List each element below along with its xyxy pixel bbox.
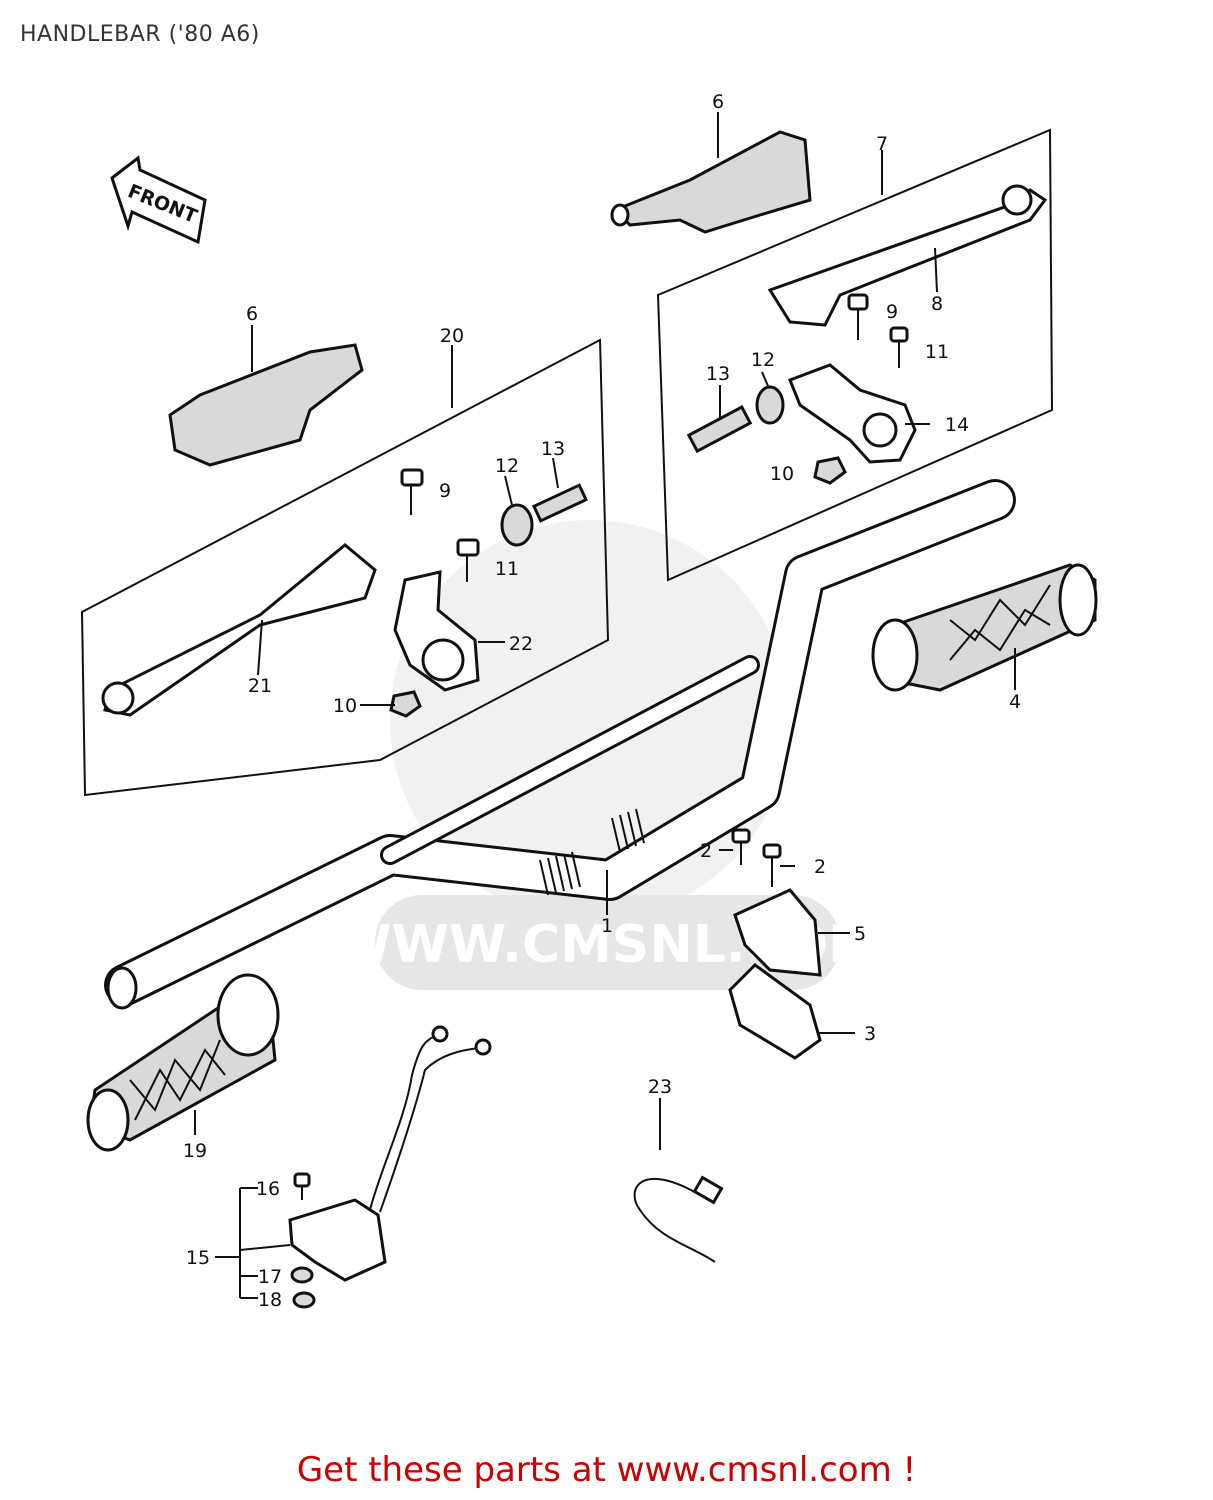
callout-labels: 6 7 8 9 11 12 13 14 10 6 20 9 12 13 11 2…: [183, 91, 1021, 1311]
grip-19: [86, 973, 280, 1152]
lever-21: [101, 543, 377, 717]
screw-16: [293, 1172, 311, 1200]
lever-holder-22: [393, 570, 480, 692]
callout-12: 12: [751, 349, 775, 371]
callout-6: 6: [712, 91, 724, 113]
nut-18: [292, 1291, 316, 1309]
callout-10: 10: [333, 695, 357, 717]
callout-20: 20: [440, 325, 464, 347]
callout-8: 8: [931, 293, 943, 315]
callout-3: 3: [864, 1023, 876, 1045]
lever-8: [767, 184, 1048, 327]
washer-17: [290, 1266, 314, 1284]
callout-17: 17: [258, 1266, 282, 1288]
leader-lines: [194, 112, 1016, 1299]
handlebar-part-1: [104, 479, 1016, 1010]
callout-1: 1: [601, 915, 613, 937]
bolt-2b: [762, 843, 782, 887]
bolt-2a: [731, 828, 751, 865]
callout-4: 4: [1009, 691, 1021, 713]
assembly-box-7: [656, 128, 1054, 582]
callout-13: 13: [706, 363, 730, 385]
grip-4: [871, 563, 1098, 692]
callout-23: 23: [648, 1076, 672, 1098]
callout-2: 2: [700, 840, 712, 862]
callout-15: 15: [186, 1247, 210, 1269]
bolt-9-right: [847, 293, 869, 340]
bolt-11-right: [889, 326, 909, 368]
callout-21: 21: [248, 675, 272, 697]
switch-15: [288, 1025, 492, 1282]
adjuster-13-right: [686, 405, 753, 454]
assembly-box-20: [80, 338, 610, 797]
callout-19: 19: [183, 1140, 207, 1162]
clamp-5: [733, 888, 822, 977]
callout-11: 11: [925, 341, 949, 363]
page-title: HANDLEBAR ('80 A6): [20, 22, 260, 47]
locknut-12-right: [755, 385, 785, 425]
adjuster-13-left: [531, 483, 589, 523]
callout-7: 7: [876, 133, 888, 155]
nut-10-left: [389, 690, 422, 718]
lever-holder-14: [788, 363, 917, 464]
bolt-11-left: [456, 538, 480, 582]
clamp-3: [728, 963, 822, 1060]
locknut-12-left: [500, 503, 534, 547]
callout-14: 14: [945, 414, 969, 436]
callout-12: 12: [495, 455, 519, 477]
band-clamp-23: [633, 1175, 724, 1263]
lever-cover-6-right: [610, 130, 812, 234]
footer-link[interactable]: Get these parts at www.cmsnl.com !: [296, 1450, 917, 1490]
callout-11: 11: [495, 558, 519, 580]
callout-5: 5: [854, 923, 866, 945]
callout-9: 9: [439, 480, 451, 502]
front-arrow: FRONT: [110, 155, 207, 245]
callout-10: 10: [770, 463, 794, 485]
callout-13: 13: [541, 438, 565, 460]
callout-22: 22: [509, 633, 533, 655]
callout-18: 18: [258, 1289, 282, 1311]
bolt-9-left: [400, 468, 424, 515]
callout-9: 9: [886, 301, 898, 323]
lever-cover-6-left: [168, 343, 364, 467]
nut-10-right: [813, 456, 847, 485]
callout-2: 2: [814, 856, 826, 878]
callout-16: 16: [256, 1178, 280, 1200]
callout-6: 6: [246, 303, 258, 325]
